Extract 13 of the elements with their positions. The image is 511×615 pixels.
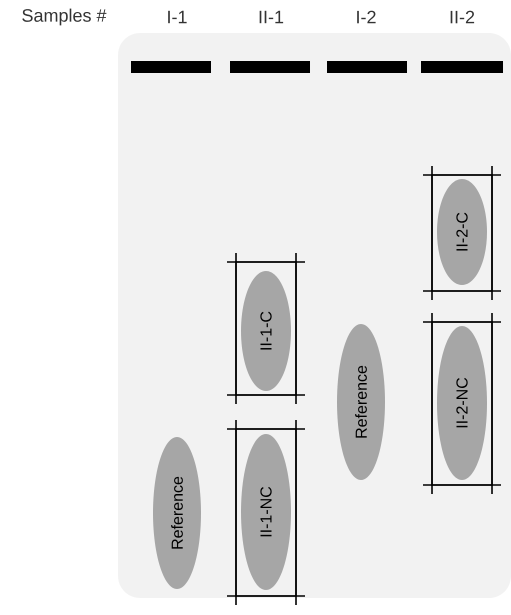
- lane-label: I-1: [168, 10, 187, 24]
- row-heading: Samples #: [22, 8, 106, 26]
- cut-frame: [423, 313, 501, 494]
- cut-frame: [227, 420, 305, 605]
- well-bar: [230, 61, 310, 73]
- lane-label: II-1: [260, 10, 284, 24]
- well-bar: [327, 61, 407, 73]
- lane-label: II-2: [450, 10, 474, 24]
- well-bar: [131, 61, 211, 73]
- lane-label: I-2: [357, 10, 376, 24]
- cut-frame: [227, 253, 305, 404]
- well-bar: [421, 61, 503, 73]
- cut-frame: [423, 166, 501, 300]
